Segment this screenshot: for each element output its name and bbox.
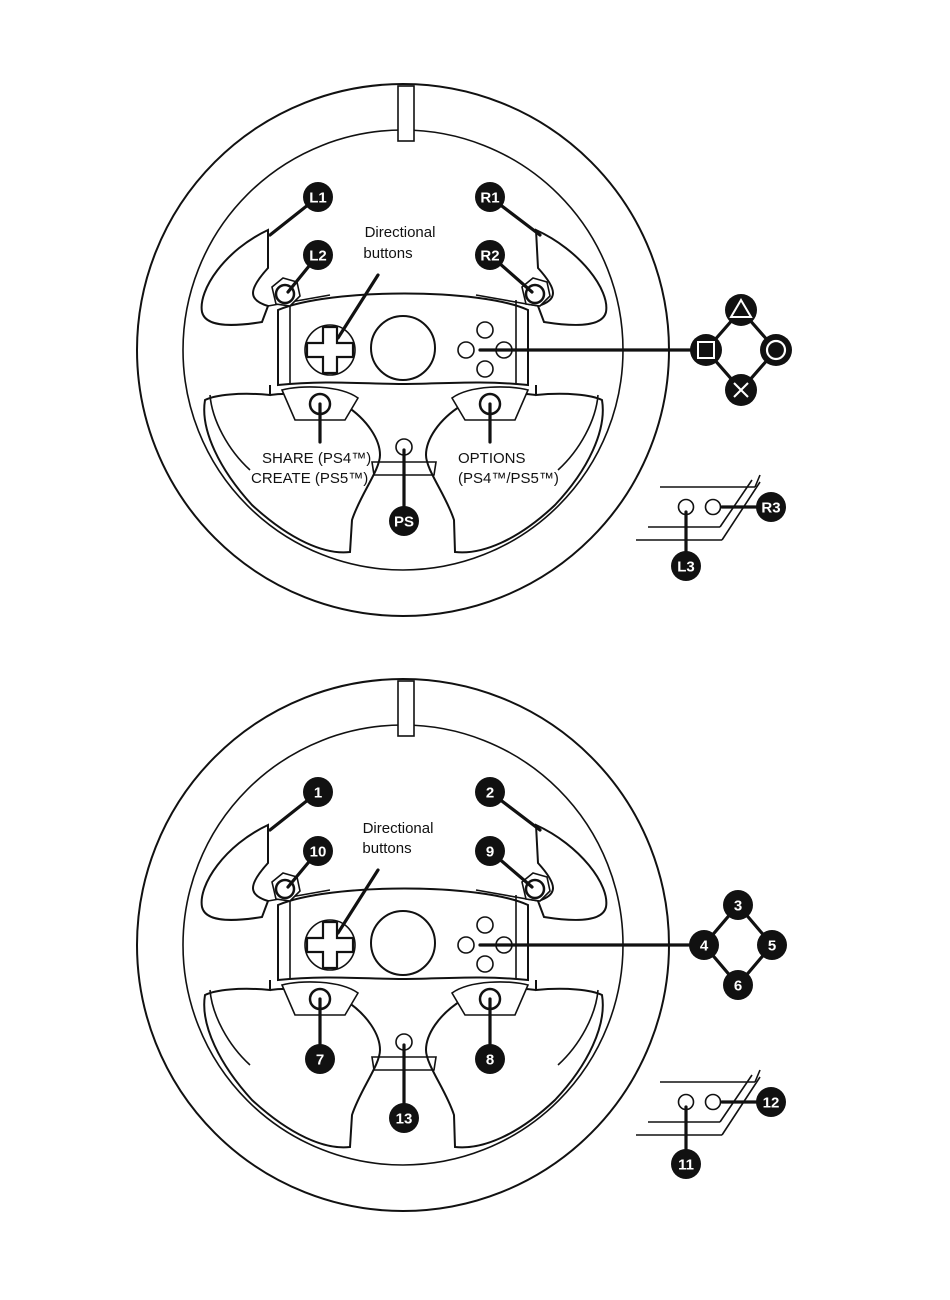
badge-9: 9 bbox=[475, 836, 505, 866]
dpad-label-line2-bottom: buttons bbox=[362, 840, 411, 857]
badge-6: 6 bbox=[723, 970, 753, 1000]
badge-7: 7 bbox=[305, 1044, 335, 1074]
badge-l3: L3 bbox=[671, 551, 701, 581]
badge-r3: R3 bbox=[756, 492, 786, 522]
badge-11: 11 bbox=[671, 1149, 701, 1179]
badge-4: 4 bbox=[689, 930, 719, 960]
badge-r2-text: R2 bbox=[480, 248, 499, 265]
badge-r2: R2 bbox=[475, 240, 505, 270]
options-label-line1: OPTIONS bbox=[458, 450, 526, 467]
options-label-line2: (PS4™/PS5™) bbox=[458, 470, 559, 487]
badge-2: 2 bbox=[475, 777, 505, 807]
badge-11-text: 11 bbox=[678, 1157, 694, 1174]
badge-10-text: 10 bbox=[310, 844, 327, 861]
badge-4-text: 4 bbox=[700, 938, 709, 955]
badge-7-text: 7 bbox=[316, 1052, 324, 1069]
badge-r1: R1 bbox=[475, 182, 505, 212]
badge-l1-text: L1 bbox=[309, 190, 327, 207]
dpad-label-line2: buttons bbox=[363, 245, 412, 262]
badge-3: 3 bbox=[723, 890, 753, 920]
badge-l1: L1 bbox=[303, 182, 333, 212]
top-wheel: L1 R1 L2 R2 PS R3 L3 Directional buttons… bbox=[137, 84, 792, 616]
badge-13: 13 bbox=[389, 1103, 419, 1133]
badge-8: 8 bbox=[475, 1044, 505, 1074]
badge-ps-text: PS bbox=[394, 514, 414, 531]
badge-5: 5 bbox=[757, 930, 787, 960]
badge-12-text: 12 bbox=[763, 1095, 780, 1112]
badge-12: 12 bbox=[756, 1087, 786, 1117]
badge-l3-text: L3 bbox=[677, 559, 695, 576]
dpad-label-line1: Directional bbox=[365, 224, 436, 241]
face-button-diamond bbox=[690, 294, 792, 406]
badge-3-text: 3 bbox=[734, 898, 742, 915]
share-label-line2: CREATE (PS5™) bbox=[251, 470, 368, 487]
dpad-label-line1-bottom: Directional bbox=[363, 820, 434, 837]
badge-5-text: 5 bbox=[768, 938, 776, 955]
badge-9-text: 9 bbox=[486, 844, 494, 861]
badge-r1-text: R1 bbox=[480, 190, 499, 207]
badge-10: 10 bbox=[303, 836, 333, 866]
badge-ps: PS bbox=[389, 506, 419, 536]
badge-13-text: 13 bbox=[396, 1111, 413, 1128]
badge-8-text: 8 bbox=[486, 1052, 494, 1069]
badge-l2-text: L2 bbox=[309, 248, 327, 265]
badge-2-text: 2 bbox=[486, 785, 494, 802]
bottom-wheel: 1 2 10 9 7 8 13 3 4 5 6 12 11 Directiona… bbox=[137, 679, 787, 1211]
badge-6-text: 6 bbox=[734, 978, 742, 995]
badge-1: 1 bbox=[303, 777, 333, 807]
badge-r3-text: R3 bbox=[761, 500, 780, 517]
share-label-line1: SHARE (PS4™) bbox=[262, 450, 371, 467]
badge-1-text: 1 bbox=[314, 785, 322, 802]
badge-l2: L2 bbox=[303, 240, 333, 270]
